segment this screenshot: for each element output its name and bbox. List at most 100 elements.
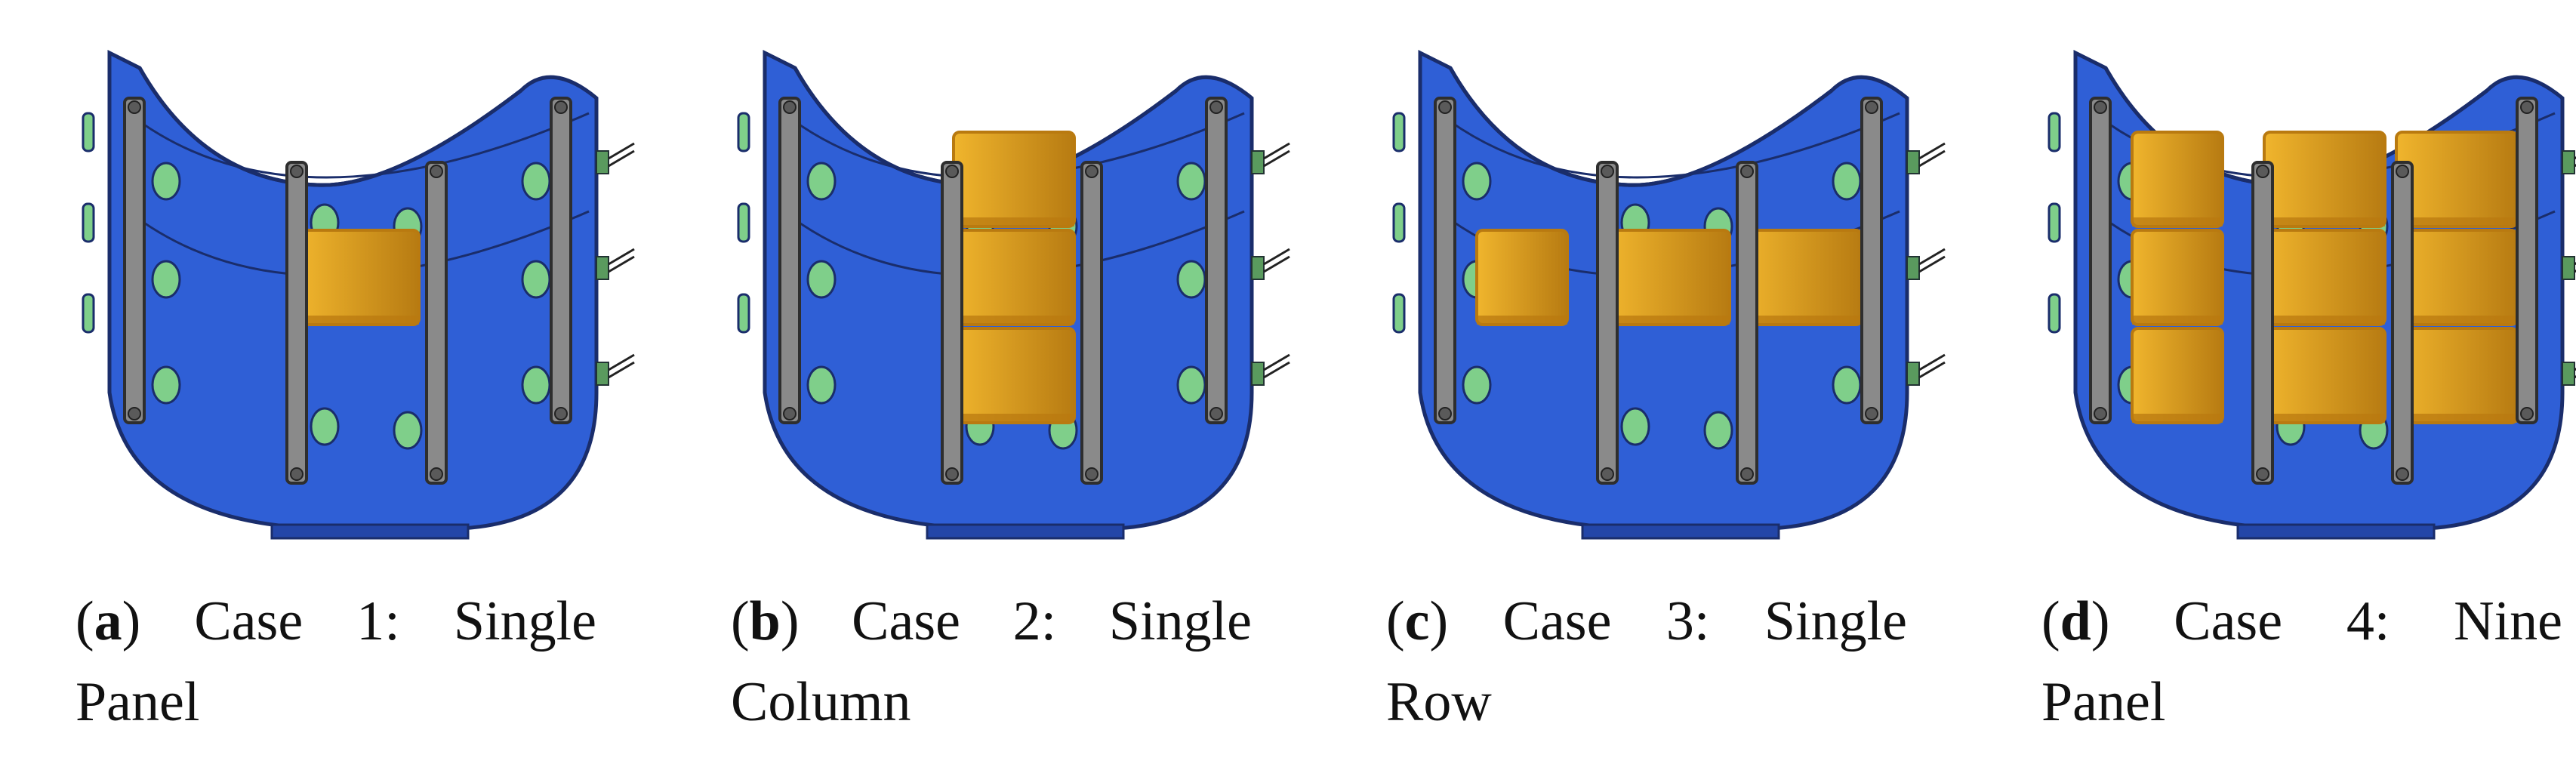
caption-title-2: Row [1386,671,1492,733]
caption-title-1: Single [1764,590,1907,652]
shell-rim [1448,66,1833,187]
wire [1918,248,1946,266]
wire [1263,353,1290,371]
caption-case: Case 1: [194,590,400,652]
support-rail [1080,161,1103,485]
subfigure-a: (a) Case 1: Single Panel [68,0,712,764]
wire [1263,255,1290,273]
edge-slot [82,202,95,243]
connector [596,362,609,386]
support-rail [1736,161,1758,485]
sensor-panel [2131,327,2224,424]
caption-title-1: Nine [2454,590,2563,652]
caption-d: (d) Case 4: Nine Panel [2041,581,2562,755]
sensor-panel [1475,229,1569,326]
sensor-panel [1739,229,1863,326]
sensor-panel [2263,229,2386,326]
support-rail [123,97,146,424]
mount-hole [521,260,551,299]
support-rail [285,161,308,485]
support-rail [2251,161,2274,485]
mount-hole [806,162,837,201]
caption-b: (b) Case 2: Single Column [731,581,1252,755]
support-rail [2391,161,2414,485]
sensor-panel [2263,327,2386,424]
caption-title-2: Panel [2041,671,2166,733]
mount-hole [1176,260,1206,299]
connector [1251,150,1265,174]
render-case-4 [2048,49,2576,540]
caption-title-2: Panel [75,671,200,733]
mount-hole [1620,407,1650,446]
wire [1918,149,1946,168]
caption-a: (a) Case 1: Single Panel [75,581,596,755]
edge-slot [1392,112,1406,152]
mount-hole [1703,411,1733,450]
mount-hole [1462,162,1492,201]
subfigure-d: (d) Case 4: Nine Panel [2034,0,2576,764]
caption-case: Case 4: [2174,590,2390,652]
connector [1906,256,1920,280]
sensor-panel [297,229,421,326]
subfigure-b: (b) Case 2: Single Column [723,0,1367,764]
support-rail [1860,97,1883,424]
sensor-panel [1607,229,1731,326]
caption-case: Case 3: [1502,590,1710,652]
edge-slot [2048,112,2061,152]
support-rail [2516,97,2538,424]
wire [608,248,635,266]
base-tab [926,523,1125,540]
sensor-panel [2131,131,2224,228]
wire [1263,149,1290,168]
mount-hole [151,162,181,201]
connector [596,150,609,174]
caption-title-2: Column [731,671,911,733]
wire [608,361,635,379]
wire [608,353,635,371]
caption-c: (c) Case 3: Single Row [1386,581,1907,755]
edge-slot [737,112,750,152]
caption-label: c [1404,590,1430,652]
mount-hole [393,411,423,450]
wire [1918,361,1946,379]
ring-seam [128,112,590,179]
caption-label: b [749,590,781,652]
wire [608,255,635,273]
support-rail [550,97,572,424]
wire [1918,353,1946,371]
render-case-3 [1392,49,1946,540]
connector [1906,362,1920,386]
wire [1918,255,1946,273]
sensor-panel [2395,131,2519,228]
caption-case: Case 2: [852,590,1057,652]
support-rail [778,97,801,424]
sensor-panel [2131,229,2224,326]
mount-hole [806,365,837,405]
caption-title-1: Single [453,590,597,652]
sensor-panel [2263,131,2386,228]
sensor-panel [2395,229,2519,326]
mount-hole [310,407,340,446]
wire [1918,142,1946,160]
render-case-2 [737,49,1290,540]
wire [1263,361,1290,379]
edge-slot [82,112,95,152]
sensor-panel [952,327,1076,424]
base-tab [2236,523,2436,540]
edge-slot [1392,202,1406,243]
edge-slot [2048,293,2061,334]
support-rail [425,161,448,485]
mount-hole [521,365,551,405]
mount-hole [806,260,837,299]
sensor-panel [2395,327,2519,424]
connector [1251,362,1265,386]
wire [608,149,635,168]
base-tab [1581,523,1780,540]
ring-seam [1438,112,1900,179]
mount-hole [1832,365,1862,405]
connector [2562,150,2575,174]
edge-slot [737,202,750,243]
edge-slot [737,293,750,334]
support-rail [1205,97,1228,424]
